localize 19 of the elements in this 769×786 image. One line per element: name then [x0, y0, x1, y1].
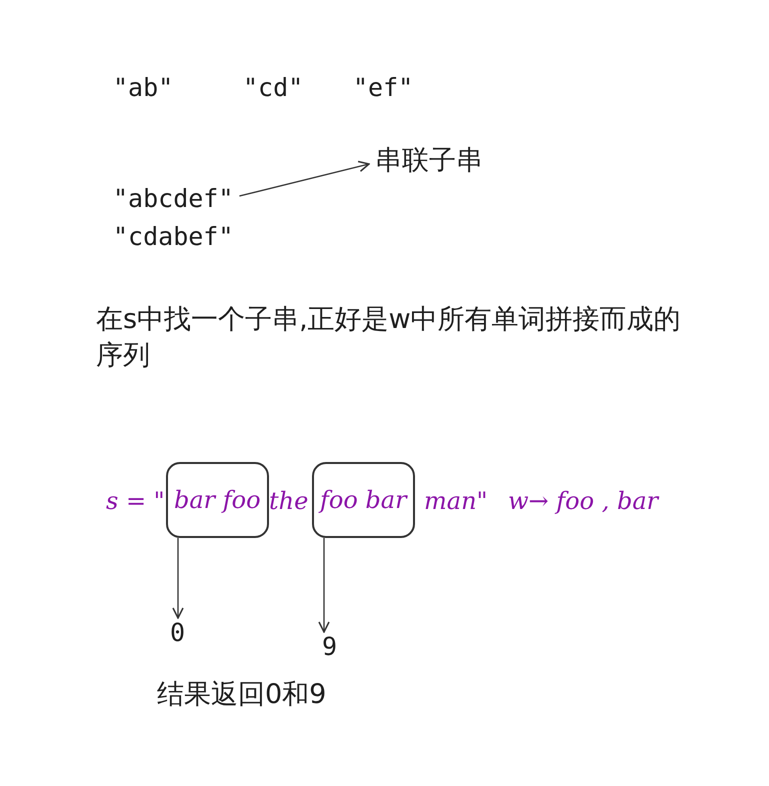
code-string: "ab": [113, 73, 174, 102]
handwritten-text: the: [269, 487, 308, 515]
arrow: [318, 538, 330, 633]
handwritten-text: w→ foo , bar: [508, 487, 658, 515]
index-number: 9: [322, 632, 338, 661]
description-text: 在s中找一个子串,正好是w中所有单词拼接而成的序列: [96, 303, 682, 373]
term-label: 串联子串: [375, 142, 483, 178]
highlight-box: bar foo: [166, 462, 269, 538]
code-string: "cdabef": [113, 222, 234, 251]
code-string: "cd": [243, 73, 304, 102]
code-string: "ef": [353, 73, 414, 102]
result-text: 结果返回0和9: [157, 678, 326, 712]
code-string: "abcdef": [113, 184, 234, 213]
arrow: [172, 538, 184, 619]
handwritten-text: man": [424, 487, 488, 515]
handwritten-text: s = ": [106, 487, 165, 515]
index-number: 0: [170, 618, 186, 647]
arrow: [239, 160, 370, 197]
highlight-box: foo bar: [312, 462, 415, 538]
